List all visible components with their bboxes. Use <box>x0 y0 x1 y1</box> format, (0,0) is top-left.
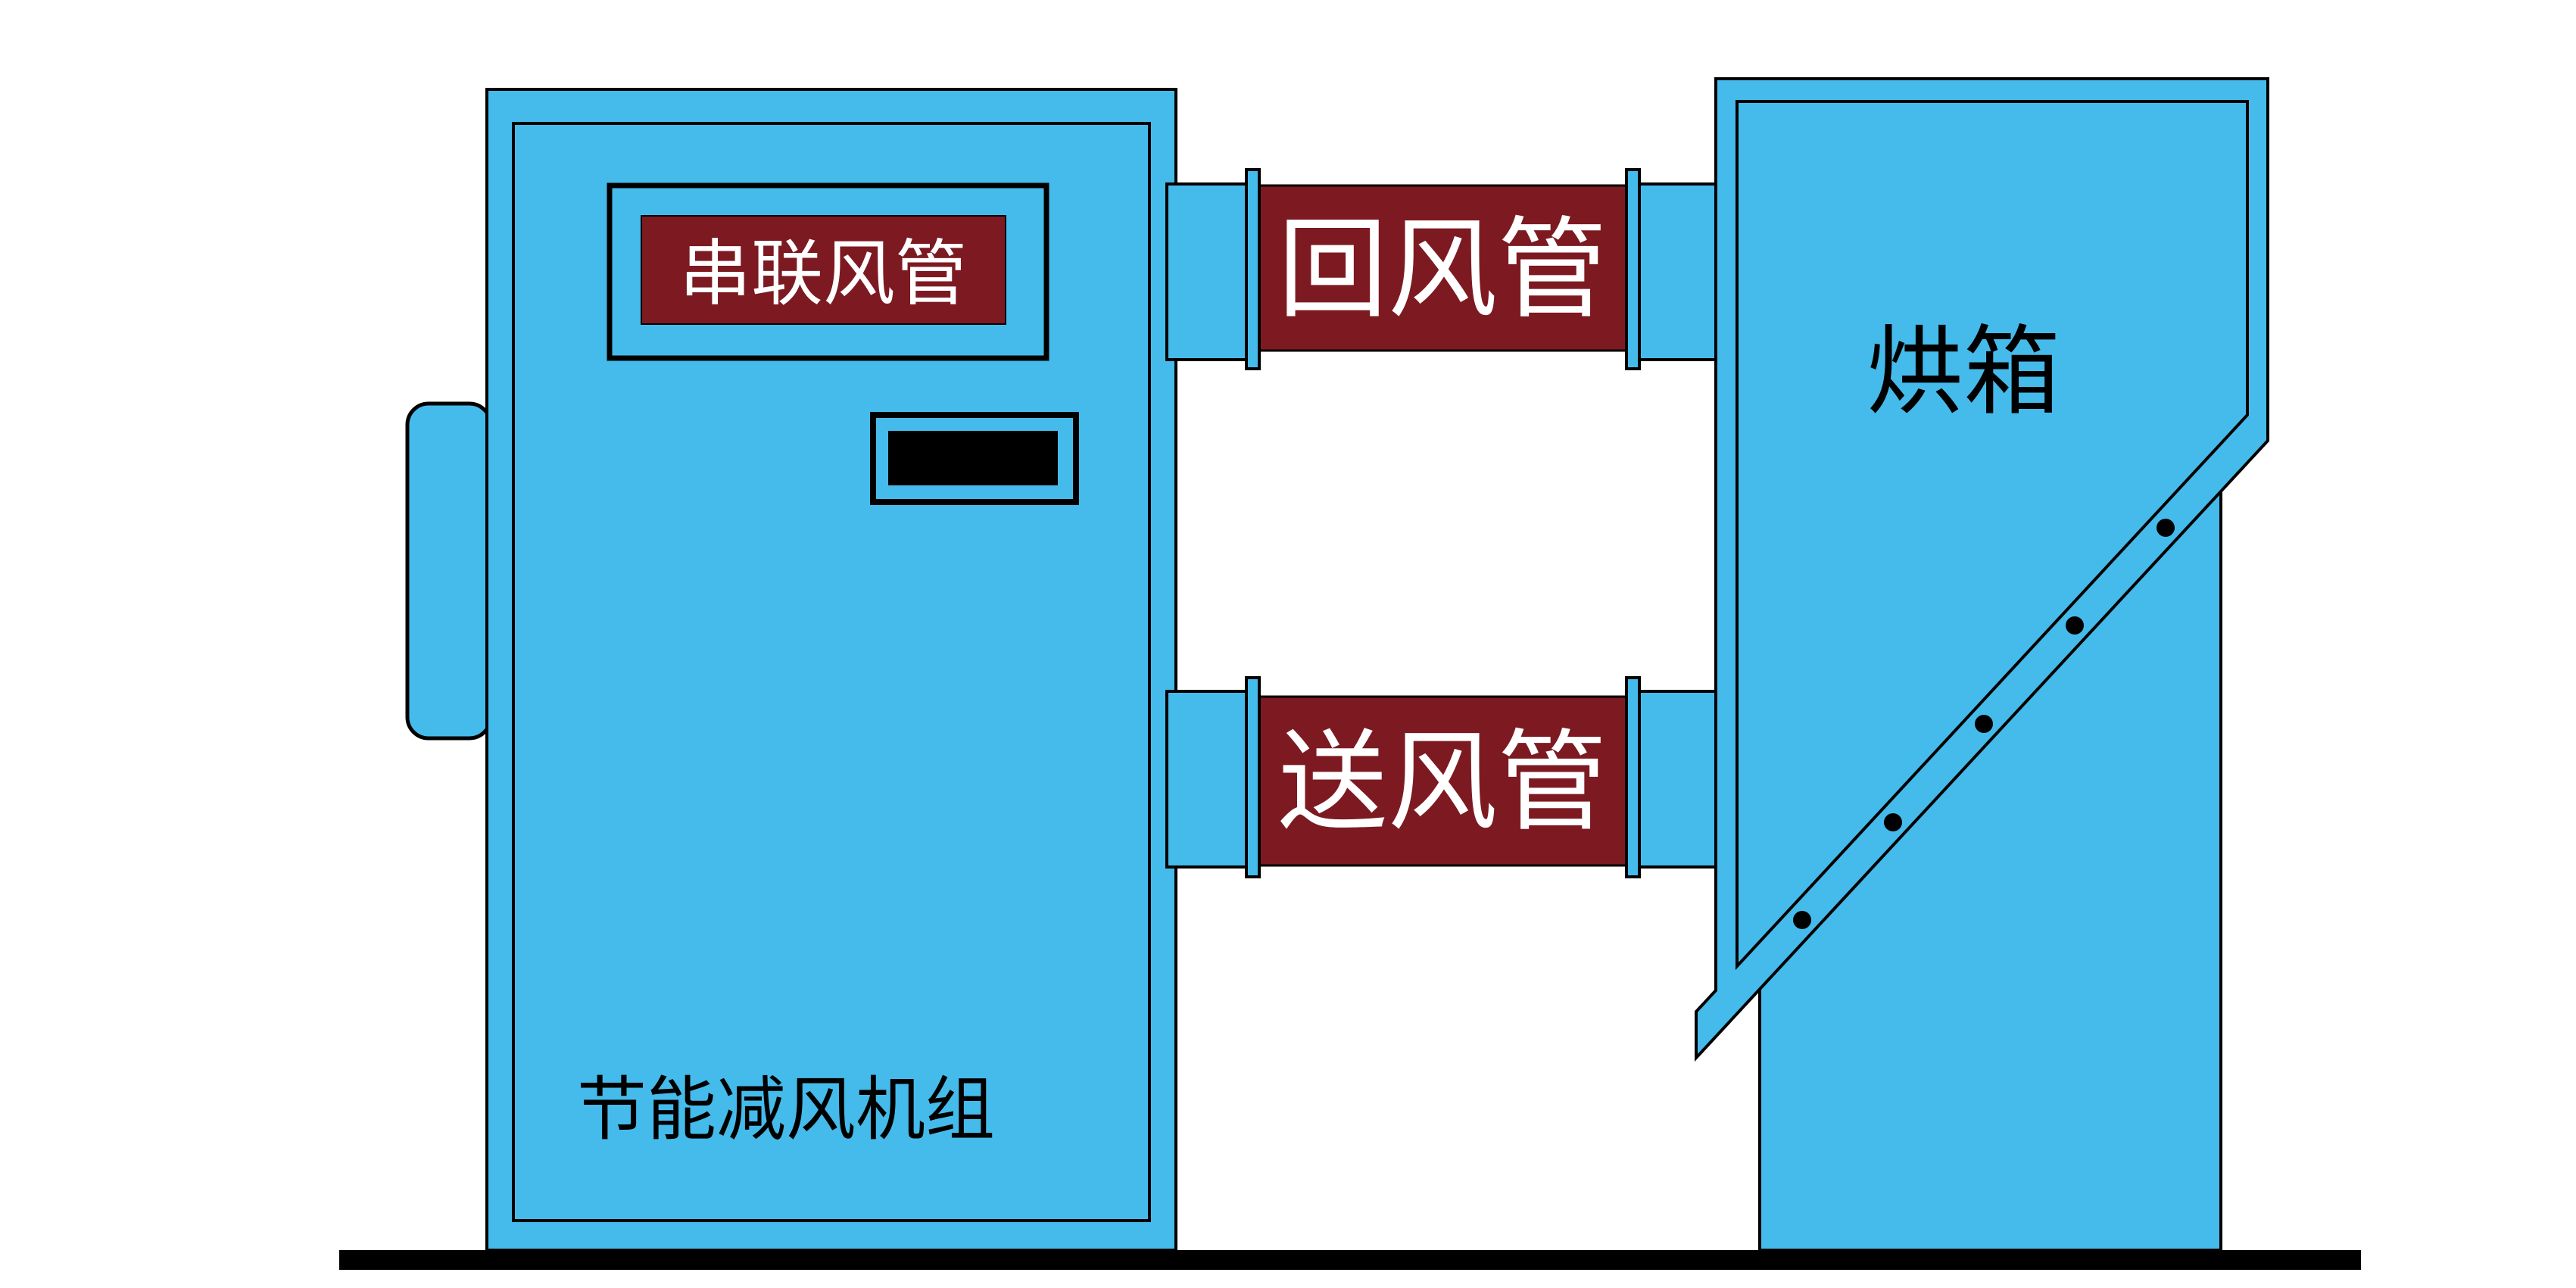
return-duct: 回风管 <box>1165 168 1720 370</box>
unit-label: 节能减风机组 <box>577 1071 995 1149</box>
ground-line <box>339 1250 2361 1270</box>
supply-duct-right-stub <box>1638 690 1720 869</box>
return-duct-right-stub <box>1638 182 1720 361</box>
energy-saving-unit-inner-border <box>512 122 1151 1222</box>
rivet-dot <box>2157 519 2175 537</box>
series-duct-plate <box>641 215 1006 325</box>
rivet-dot <box>1884 813 1902 831</box>
supply-duct-right-flange <box>1625 676 1641 878</box>
series-duct-label: 串联风管 <box>679 234 967 314</box>
slot-opening <box>888 431 1058 485</box>
oven: 烘箱 <box>1695 77 2269 1252</box>
oven-hatch-rivets <box>1793 519 2175 929</box>
supply-duct-body <box>1257 695 1628 867</box>
rivet-dot <box>1793 911 1811 929</box>
unit-side-handle <box>405 401 493 741</box>
series-duct-plate-frame <box>607 182 1049 361</box>
oven-chamber <box>1695 77 2269 1062</box>
rivet-dot <box>2066 616 2084 635</box>
return-duct-left-flange <box>1245 168 1261 370</box>
oven-label: 烘箱 <box>1867 319 2060 426</box>
slot-frame <box>870 412 1079 505</box>
return-duct-label: 回风管 <box>1278 211 1608 332</box>
supply-duct: 送风管 <box>1165 676 1720 878</box>
supply-duct-label: 送风管 <box>1278 723 1608 844</box>
supply-duct-left-flange <box>1245 676 1261 878</box>
supply-duct-left-stub <box>1165 690 1253 869</box>
return-duct-left-stub <box>1165 182 1253 361</box>
oven-inner-border <box>1736 100 2249 971</box>
rivet-dot <box>1975 715 1993 733</box>
return-duct-body <box>1257 184 1628 352</box>
return-duct-right-flange <box>1625 168 1641 370</box>
